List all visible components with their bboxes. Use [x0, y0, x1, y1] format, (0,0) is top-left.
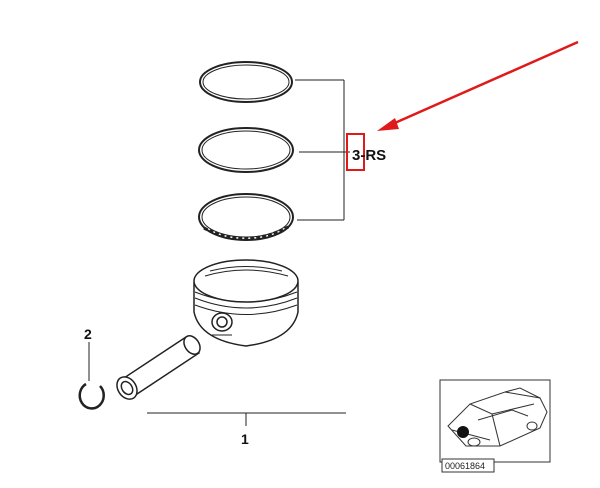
piston-ring-oil[interactable] — [198, 193, 294, 241]
circlip[interactable] — [78, 382, 105, 410]
vehicle-locator-thumbnail: 00061864 — [439, 379, 551, 473]
piston-ring-middle[interactable] — [198, 127, 294, 173]
highlight-box — [346, 133, 365, 171]
assembly-leader-lines — [147, 412, 346, 426]
thumbnail-reference-number: 00061864 — [445, 461, 485, 471]
piston-pin[interactable] — [113, 333, 204, 403]
engine-location-marker — [457, 426, 469, 438]
circlip-callout-label[interactable]: 2 — [84, 326, 92, 342]
annotation-arrow — [377, 40, 579, 131]
piston[interactable] — [193, 259, 299, 347]
ring-set-callout-label[interactable]: 3-RS — [352, 147, 386, 164]
assembly-callout-label[interactable]: 1 — [241, 431, 249, 447]
ring-set-leader-lines — [295, 79, 350, 221]
piston-ring-top[interactable] — [199, 61, 293, 103]
car-outline-icon — [447, 387, 548, 447]
